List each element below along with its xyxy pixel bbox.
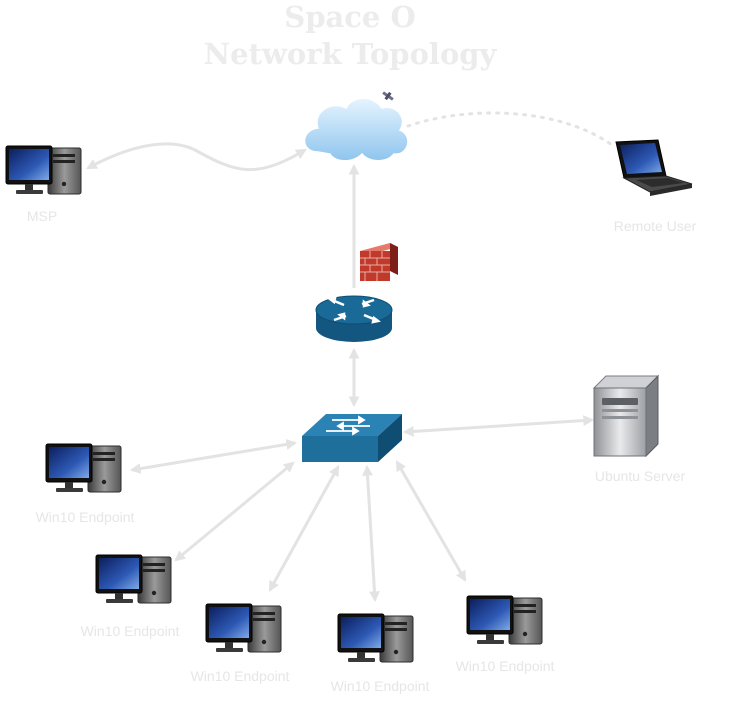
endpoint-label-3: Win10 Endpoint bbox=[191, 668, 290, 684]
msp-computer[interactable] bbox=[5, 145, 82, 195]
server-icon bbox=[592, 374, 660, 458]
satellite-icon bbox=[382, 91, 394, 101]
desktop-computer-icon bbox=[466, 595, 543, 645]
connections bbox=[86, 111, 614, 603]
desktop-computer-icon bbox=[45, 443, 122, 493]
ubuntu-server[interactable] bbox=[592, 374, 660, 458]
switch-endpoint3-link bbox=[268, 465, 340, 592]
firewall-icon bbox=[360, 243, 398, 281]
diagram-title-line1: Space O bbox=[284, 0, 415, 34]
endpoint-label-5: Win10 Endpoint bbox=[456, 658, 555, 674]
ubuntu-server-label: Ubuntu Server bbox=[595, 468, 686, 484]
switch-endpoint1-link bbox=[129, 439, 298, 474]
msp-cloud-link bbox=[86, 142, 307, 171]
remote-user-label: Remote User bbox=[614, 218, 697, 234]
cloud-icon bbox=[303, 97, 409, 162]
endpoint-computer-4[interactable] bbox=[337, 613, 414, 663]
endpoint-label-2: Win10 Endpoint bbox=[81, 623, 180, 639]
endpoint-label-1: Win10 Endpoint bbox=[36, 509, 135, 525]
desktop-computer-icon bbox=[205, 603, 282, 653]
firewall[interactable] bbox=[360, 243, 398, 281]
router-icon bbox=[315, 295, 393, 342]
network-switch[interactable] bbox=[302, 414, 402, 462]
internet-cloud[interactable] bbox=[303, 97, 409, 162]
desktop-computer-icon bbox=[95, 554, 172, 604]
switch-icon bbox=[302, 414, 402, 462]
switch-endpoint5-link bbox=[395, 460, 467, 582]
switch-server-link bbox=[402, 415, 595, 437]
remote-user-laptop[interactable] bbox=[615, 139, 693, 196]
endpoint-computer-2[interactable] bbox=[95, 554, 172, 604]
router[interactable] bbox=[315, 295, 393, 342]
endpoint-computer-5[interactable] bbox=[466, 595, 543, 645]
endpoint-computer-1[interactable] bbox=[45, 443, 122, 493]
diagram-title-line2: Network Topology bbox=[204, 37, 498, 71]
endpoint-label-4: Win10 Endpoint bbox=[331, 678, 430, 694]
remote-user-wireless-link bbox=[406, 111, 614, 147]
desktop-computer-icon bbox=[5, 145, 82, 195]
switch-endpoint4-link bbox=[362, 464, 380, 603]
endpoint-computer-3[interactable] bbox=[205, 603, 282, 653]
desktop-computer-icon bbox=[337, 613, 414, 663]
switch-endpoint2-link bbox=[174, 461, 295, 562]
msp-label: MSP bbox=[27, 208, 57, 224]
laptop-icon bbox=[615, 139, 693, 196]
